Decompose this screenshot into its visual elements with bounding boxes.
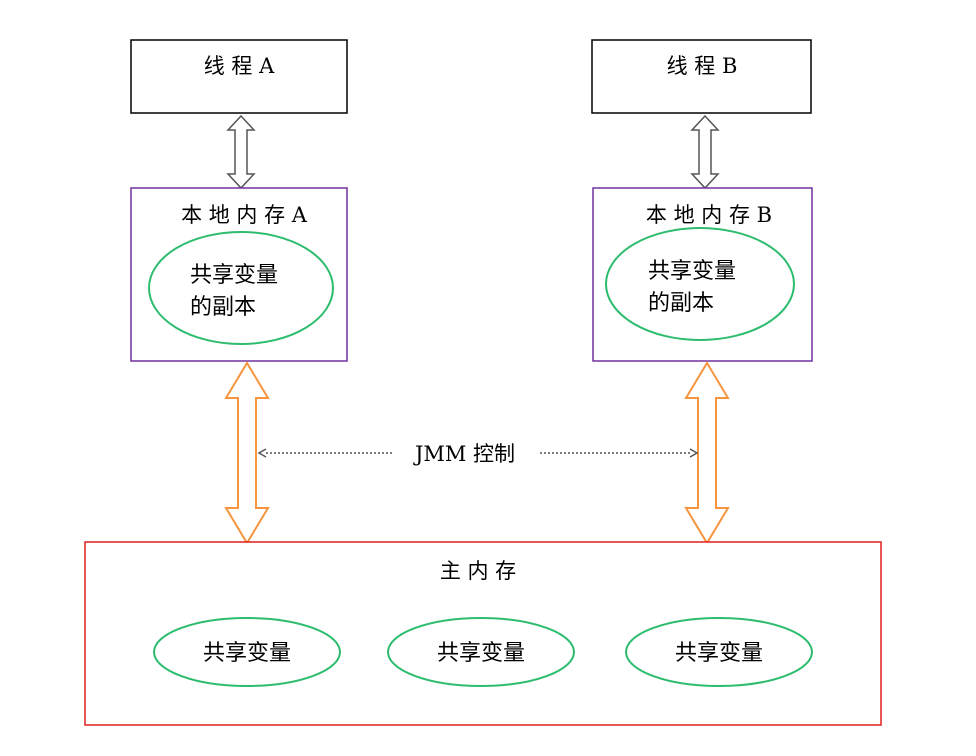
local-copy-b-line2: 的副本 (648, 291, 714, 316)
thread-a-local-arrow (226, 114, 256, 190)
main-variable-2-label: 共享变量 (437, 641, 525, 666)
local-memory-b-label: 本 地 内 存 B (646, 203, 772, 227)
jmm-arrowhead-left (257, 448, 267, 458)
thread-b-local-arrow (690, 114, 720, 190)
local-copy-b-line1: 共享变量 (648, 259, 736, 284)
jmm-control-label: JMM 控制 (413, 442, 515, 466)
local-memory-a-label: 本 地 内 存 A (181, 203, 308, 227)
thread-b-label: 线 程 B (667, 54, 738, 78)
local-copy-a-ellipse (148, 231, 334, 345)
main-variable-1-ellipse (153, 617, 341, 687)
local-a-main-arrow (224, 361, 270, 545)
local-copy-a-line2: 的副本 (190, 295, 256, 320)
local-b-main-arrow (684, 361, 730, 545)
local-copy-a-line1: 共享变量 (190, 263, 278, 288)
thread-b-box (591, 39, 812, 114)
main-variable-2-ellipse (387, 617, 575, 687)
thread-a-label: 线 程 A (204, 54, 275, 78)
main-variable-1-label: 共享变量 (203, 641, 291, 666)
main-memory-label: 主 内 存 (440, 559, 516, 583)
local-copy-b-ellipse (605, 227, 795, 341)
main-variable-3-label: 共享变量 (675, 641, 763, 666)
jmm-arrowhead-right (689, 448, 699, 458)
thread-a-box (130, 39, 348, 114)
main-variable-3-ellipse (625, 617, 813, 687)
